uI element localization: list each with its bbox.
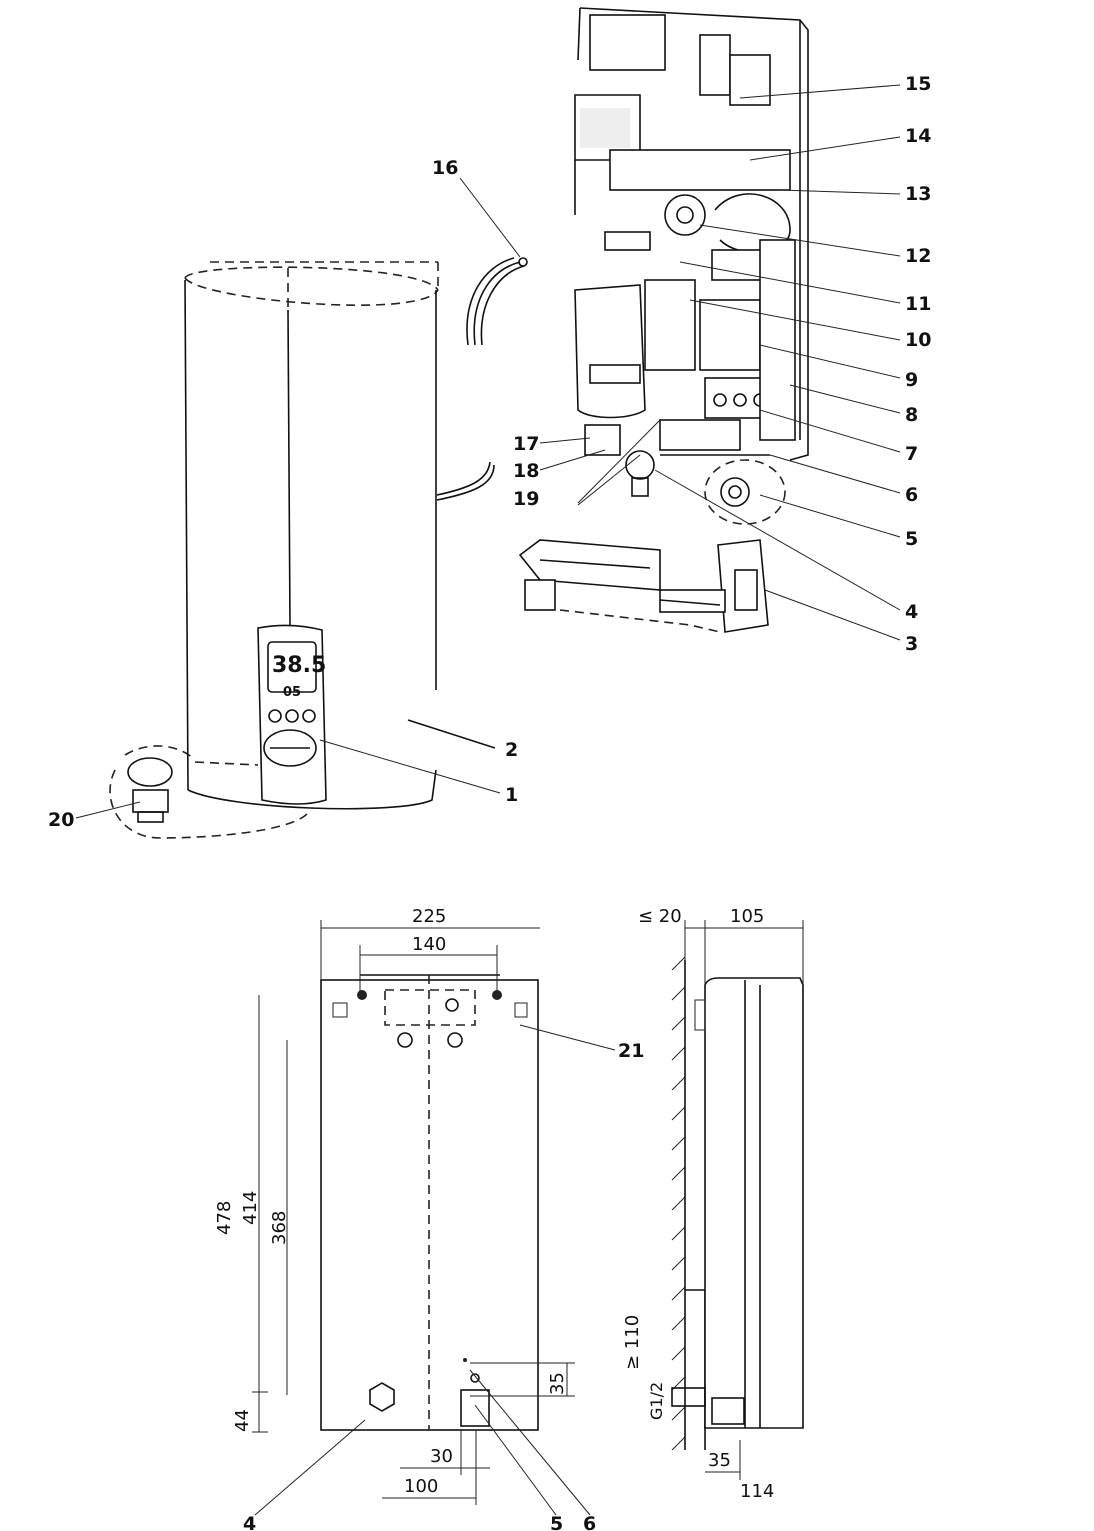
callout-6: 6 bbox=[905, 484, 918, 506]
callout-1: 1 bbox=[505, 784, 518, 806]
dim-offset-100: 100 bbox=[404, 1476, 438, 1497]
callout-10: 10 bbox=[905, 329, 931, 351]
callout-20: 20 bbox=[48, 809, 74, 831]
dim-side-114: 114 bbox=[740, 1481, 774, 1502]
dim-thread: G1/2 bbox=[647, 1382, 666, 1420]
callout-19: 19 bbox=[513, 488, 539, 510]
callout-4: 4 bbox=[905, 601, 918, 623]
callout-leaders bbox=[75, 84, 901, 819]
dim-width-140: 140 bbox=[412, 934, 446, 955]
dim-min-110: ≥ 110 bbox=[622, 1315, 643, 1370]
callout-14: 14 bbox=[905, 125, 931, 147]
callout-11: 11 bbox=[905, 293, 931, 315]
dim-depth-105: 105 bbox=[730, 906, 764, 927]
front-view bbox=[320, 974, 539, 1431]
display-flow: 05 bbox=[283, 685, 301, 700]
dim-height-44: 44 bbox=[232, 1409, 253, 1432]
side-view-dimensions: ≤ 20 105 ≥ 110 G1/2 35 114 bbox=[622, 906, 804, 1502]
bottom-detail bbox=[109, 745, 311, 839]
callout-9: 9 bbox=[905, 369, 918, 391]
callout-5: 5 bbox=[905, 528, 918, 550]
callout-17: 17 bbox=[513, 433, 539, 455]
bottom-callout-5: 5 bbox=[550, 1513, 563, 1531]
dim-width-225: 225 bbox=[412, 906, 446, 927]
bottom-callout-6: 6 bbox=[583, 1513, 596, 1531]
dim-offset-30: 30 bbox=[430, 1446, 453, 1467]
front-cover bbox=[184, 261, 496, 810]
mounting-bracket bbox=[518, 539, 769, 633]
callout-2: 2 bbox=[505, 739, 518, 761]
callout-15: 15 bbox=[905, 73, 931, 95]
cable bbox=[436, 257, 528, 501]
callout-16: 16 bbox=[432, 157, 458, 179]
side-view bbox=[671, 956, 804, 1451]
dim-side-35: 35 bbox=[708, 1450, 731, 1471]
inner-unit bbox=[574, 7, 809, 525]
callout-18: 18 bbox=[513, 460, 539, 482]
callout-13: 13 bbox=[905, 183, 931, 205]
control-panel: 38.5 05 bbox=[257, 624, 327, 805]
dim-height-478: 478 bbox=[214, 1201, 235, 1235]
dim-offset-35: 35 bbox=[547, 1372, 568, 1395]
display-temp: 38.5 bbox=[272, 653, 326, 678]
callout-7: 7 bbox=[905, 443, 918, 465]
callout-12: 12 bbox=[905, 245, 931, 267]
dim-wall-gap: ≤ 20 bbox=[638, 906, 682, 927]
bottom-callout-4: 4 bbox=[243, 1513, 256, 1531]
dim-height-414: 414 bbox=[240, 1191, 261, 1225]
callout-8: 8 bbox=[905, 404, 918, 426]
dim-height-368: 368 bbox=[269, 1211, 290, 1245]
callout-labels: 15 14 13 12 11 10 9 8 7 6 5 4 3 16 17 18… bbox=[48, 73, 931, 831]
callout-21: 21 bbox=[618, 1040, 644, 1062]
front-view-dimensions: 225 140 414 478 368 44 35 30 100 21 bbox=[214, 906, 644, 1531]
callout-3: 3 bbox=[905, 633, 918, 655]
